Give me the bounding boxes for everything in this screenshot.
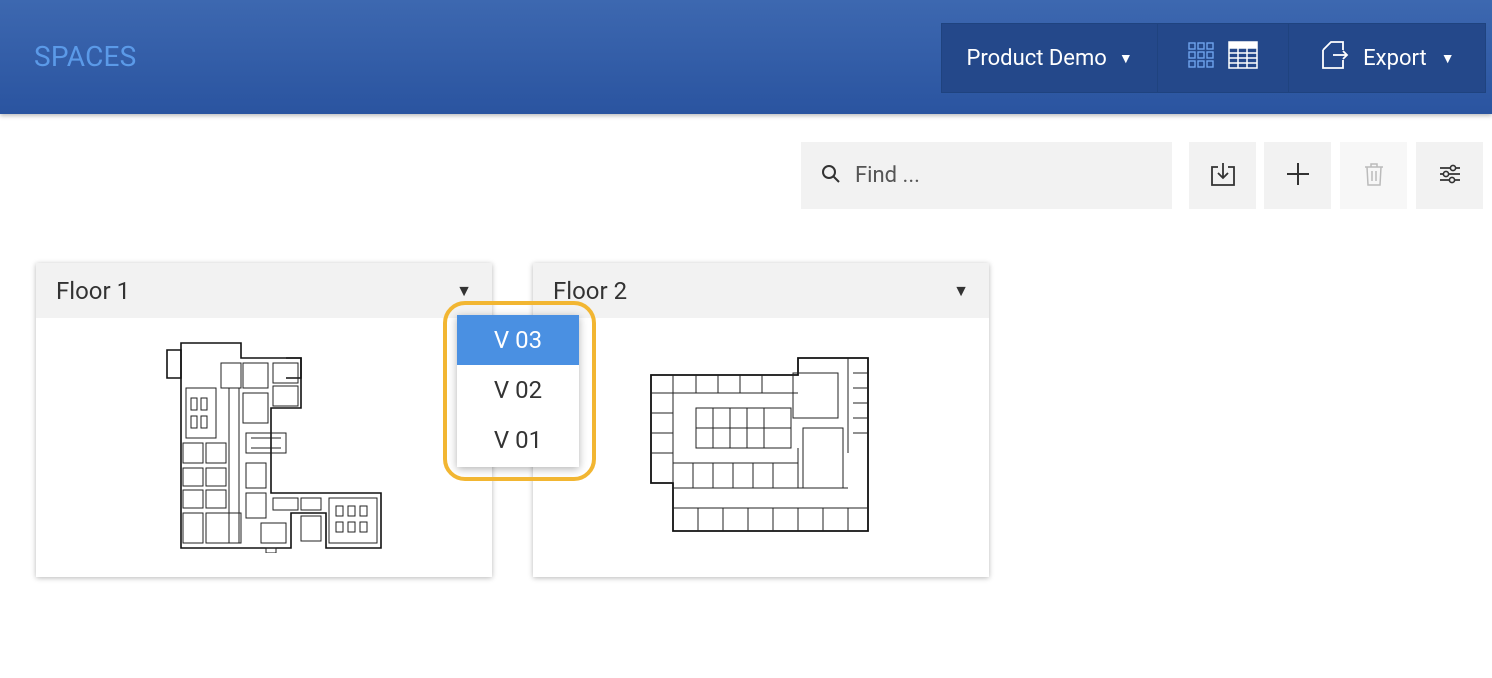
page-title: SPACES — [34, 40, 137, 73]
header-controls: Product Demo ▼ — [941, 23, 1486, 93]
floor-card-2[interactable]: Floor 2 ▼ — [533, 263, 989, 577]
delete-button[interactable] — [1340, 142, 1407, 209]
workspace-dropdown[interactable]: Product Demo ▼ — [942, 24, 1159, 92]
floor-card-1[interactable]: Floor 1 ▼ — [36, 263, 492, 577]
version-option-v01[interactable]: V 01 — [493, 426, 543, 454]
version-option-v02[interactable]: V 02 — [493, 376, 543, 404]
workspace-label: Product Demo — [966, 45, 1107, 71]
caret-down-icon: ▼ — [1440, 50, 1455, 67]
add-button[interactable] — [1264, 142, 1331, 209]
card-header: Floor 1 ▼ — [36, 263, 492, 318]
app-header: SPACES Product Demo ▼ — [0, 0, 1492, 114]
sliders-icon — [1438, 162, 1462, 190]
version-dropdown-menu: V 03 V 02 V 01 — [457, 315, 579, 467]
export-label: Export — [1363, 45, 1427, 71]
version-dropdown-caret[interactable]: ▼ — [953, 280, 969, 300]
trash-icon — [1363, 162, 1385, 190]
caret-down-icon: ▼ — [1118, 50, 1133, 67]
card-title: Floor 1 — [56, 276, 131, 305]
floor-plan-thumbnail — [650, 357, 869, 532]
card-header: Floor 2 ▼ — [533, 263, 989, 318]
card-title: Floor 2 — [553, 276, 628, 305]
import-button[interactable] — [1189, 142, 1256, 209]
table-view-icon[interactable] — [1228, 41, 1258, 75]
view-switcher — [1158, 24, 1289, 92]
export-icon — [1319, 40, 1349, 76]
search-box — [801, 142, 1172, 209]
import-icon — [1210, 161, 1236, 191]
version-option-v03[interactable]: V 03 — [457, 315, 579, 365]
export-button[interactable]: Export ▼ — [1289, 24, 1485, 92]
search-input[interactable] — [853, 162, 1157, 189]
floor-plan-thumbnail — [166, 342, 382, 553]
filter-settings-button[interactable] — [1416, 142, 1483, 209]
plus-icon — [1285, 161, 1311, 191]
search-icon — [821, 164, 841, 188]
version-dropdown-caret[interactable]: ▼ — [456, 280, 472, 300]
grid-view-icon[interactable] — [1188, 42, 1214, 74]
